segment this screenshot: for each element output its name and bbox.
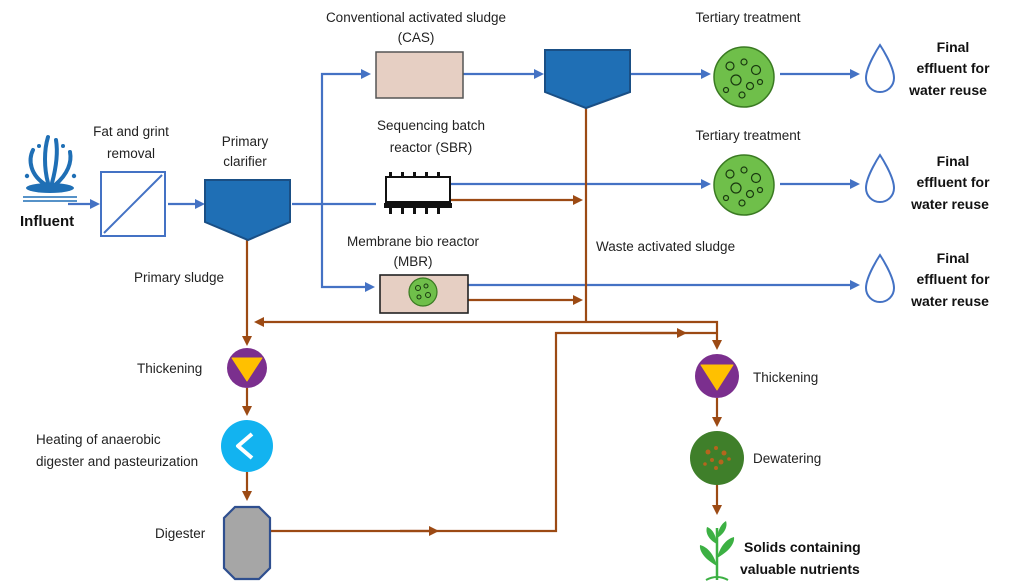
cas-label-line2: (CAS) xyxy=(398,30,435,45)
cas-reactor xyxy=(375,51,464,99)
fat-grit-removal-unit xyxy=(100,171,166,237)
heater-pasteurizer xyxy=(221,420,273,472)
effluent-3-line2: effluent for xyxy=(916,271,990,287)
tertiary-treatment-unit-1 xyxy=(713,46,775,108)
primary-clarifier-label-line1: Primary xyxy=(222,134,269,149)
thickener-left xyxy=(227,348,267,388)
effluent-1-line1: Final xyxy=(937,39,970,55)
dewatering-label: Dewatering xyxy=(753,451,821,466)
effluent-3-line3: water reuse xyxy=(910,293,989,309)
effluent-2-line1: Final xyxy=(937,153,970,169)
effluent-2-line2: effluent for xyxy=(916,174,990,190)
plant-sprout-icon xyxy=(699,521,735,581)
water-flow-lines xyxy=(68,69,860,292)
water-drop-icon xyxy=(864,43,896,93)
sludge-flow-lines xyxy=(242,108,722,536)
sbr-reactor xyxy=(384,172,452,214)
secondary-clarifier-tank xyxy=(544,49,631,110)
thickening-left-label: Thickening xyxy=(137,361,202,376)
fat-grit-label-line1: Fat and grint xyxy=(93,124,169,139)
cas-label-line1: Conventional activated sludge xyxy=(326,10,506,25)
mbr-reactor xyxy=(379,274,469,314)
tertiary-label-1: Tertiary treatment xyxy=(695,10,800,25)
digester-label: Digester xyxy=(155,526,206,541)
primary-clarifier-label-line2: clarifier xyxy=(223,154,267,169)
fat-grit-label-line2: removal xyxy=(107,146,155,161)
water-fountain-icon xyxy=(23,135,77,202)
water-drop-icon xyxy=(864,253,896,303)
dewatering-unit xyxy=(690,431,744,485)
heating-label-line1: Heating of anaerobic xyxy=(36,432,161,447)
effluent-1-line3: water reuse xyxy=(908,82,987,98)
solids-label-line1: Solids containing xyxy=(744,539,861,555)
solids-label-line2: valuable nutrients xyxy=(740,561,860,577)
primary-sludge-label: Primary sludge xyxy=(134,270,224,285)
anaerobic-digester xyxy=(222,505,272,581)
effluent-2-line3: water reuse xyxy=(910,196,989,212)
thickening-right-label: Thickening xyxy=(753,370,818,385)
water-drop-icon xyxy=(864,153,896,203)
waste-activated-sludge-label: Waste activated sludge xyxy=(596,239,735,254)
effluent-1-line2: effluent for xyxy=(916,60,990,76)
sbr-label-line2: reactor (SBR) xyxy=(390,140,473,155)
tertiary-treatment-unit-2 xyxy=(713,154,775,216)
mbr-label-line2: (MBR) xyxy=(394,254,433,269)
thickener-right xyxy=(695,354,739,398)
sbr-label-line1: Sequencing batch xyxy=(377,118,485,133)
mbr-label-line1: Membrane bio reactor xyxy=(347,234,480,249)
tertiary-label-2: Tertiary treatment xyxy=(695,128,800,143)
influent-label: Influent xyxy=(20,213,74,230)
effluent-3-line1: Final xyxy=(937,250,970,266)
heating-label-line2: digester and pasteurization xyxy=(36,454,198,469)
primary-clarifier-tank xyxy=(204,179,291,242)
